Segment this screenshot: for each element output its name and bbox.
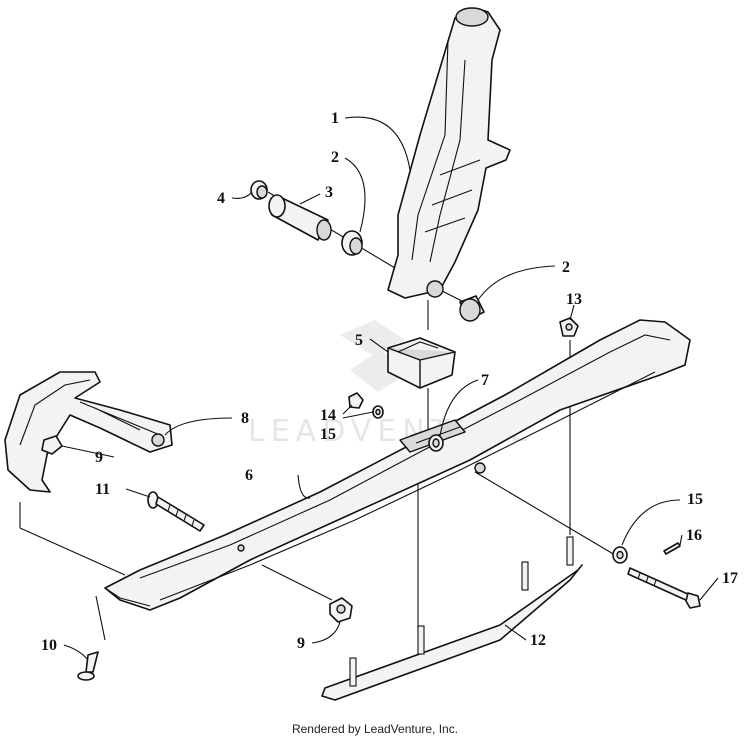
callout-16: 16 <box>686 527 702 544</box>
callout-5: 5 <box>355 332 363 349</box>
callout-2-lower: 2 <box>562 259 570 276</box>
callout-12: 12 <box>530 632 546 649</box>
small-bushing <box>250 180 268 200</box>
cotter-pin <box>663 542 681 555</box>
sleeve <box>268 194 332 241</box>
callout-14: 14 <box>320 407 336 424</box>
bolt-front <box>77 651 99 681</box>
callout-7: 7 <box>481 372 489 389</box>
bushing-lower <box>459 295 485 322</box>
callout-6: 6 <box>245 467 253 484</box>
callout-8: 8 <box>241 410 249 427</box>
washer <box>428 434 444 452</box>
bolt-rear <box>627 567 701 609</box>
nut-rear <box>559 317 579 337</box>
wear-bar <box>321 536 583 701</box>
callout-15-left: 15 <box>320 426 336 443</box>
nut-lower <box>329 597 353 623</box>
callout-4: 4 <box>217 190 225 207</box>
callout-13: 13 <box>566 291 582 308</box>
callout-11: 11 <box>95 481 110 498</box>
bushing-upper <box>341 230 363 256</box>
callout-10: 10 <box>41 637 57 654</box>
callout-labels: 1 2 2 3 4 5 6 7 8 9 9 10 11 12 13 14 15 … <box>41 110 738 654</box>
ski-handle <box>4 371 173 493</box>
callout-17: 17 <box>722 570 738 587</box>
bolt-handle <box>147 491 205 532</box>
nut-handle <box>41 435 63 455</box>
callout-leaders <box>61 116 719 661</box>
callout-9-handle: 9 <box>95 449 103 466</box>
callout-9-lower: 9 <box>297 635 305 652</box>
washer-right <box>612 546 628 564</box>
callout-15-right: 15 <box>687 491 703 508</box>
nut-small <box>348 392 364 409</box>
ski-block <box>387 337 456 389</box>
callout-3: 3 <box>325 184 333 201</box>
footer-credit: Rendered by LeadVenture, Inc. <box>291 722 459 736</box>
washer-left <box>372 405 384 419</box>
callout-2-upper: 2 <box>331 149 339 166</box>
callout-1: 1 <box>331 110 339 127</box>
spindle <box>387 7 511 299</box>
